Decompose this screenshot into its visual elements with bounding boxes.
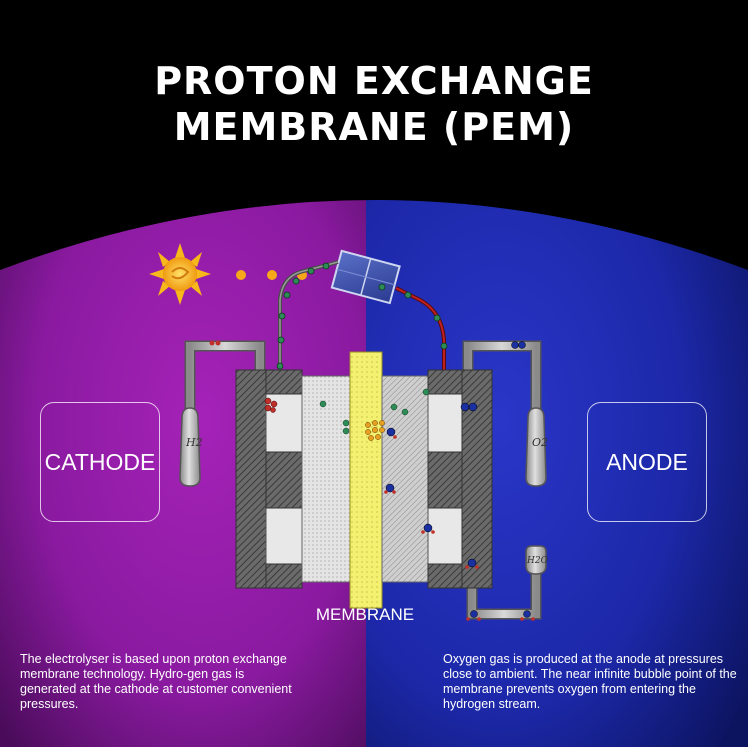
anode-label: ANODE [606,448,688,475]
cathode-cell [235,369,351,589]
cathode-description: The electrolyser is based upon proton ex… [20,652,292,711]
water-tank-icon [466,545,547,621]
solar-panel-icon [330,249,401,305]
o2-tank-label: O2 [532,436,548,449]
anode-cell [381,369,493,589]
wire-cathode-inner [279,261,339,372]
title-line-1: PROTON EXCHANGE [154,59,594,103]
cathode-label: CATHODE [44,448,156,475]
cell-particles [264,388,479,569]
membrane [349,351,383,609]
anode-label-box: ANODE [587,402,707,522]
title-line-2: MEMBRANE (PEM) [173,105,575,149]
sun-icon [149,243,211,305]
membrane-label: MEMBRANE [315,605,415,624]
anode-description: Oxygen gas is produced at the anode at p… [443,652,737,711]
wire-anode-inner [395,287,445,372]
page-title: PROTON EXCHANGE MEMBRANE (PEM) [0,58,748,150]
o2-tank-icon [462,340,547,487]
h2-tank-icon [179,340,266,487]
water-tank-label: H2O [526,556,549,566]
wire-electrons [276,262,448,370]
cathode-label-box: CATHODE [40,402,160,522]
h2-tank-label: H2 [185,436,203,449]
